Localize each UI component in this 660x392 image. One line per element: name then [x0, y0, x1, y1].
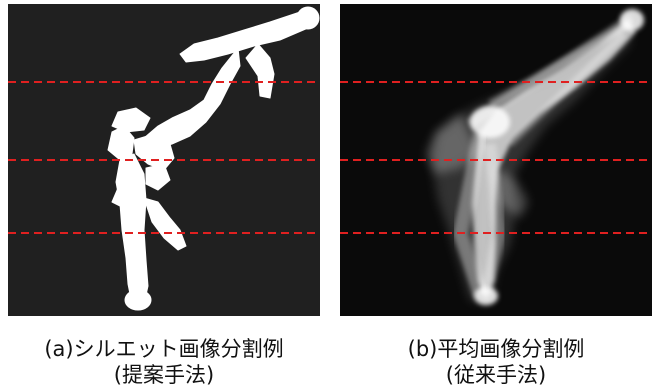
figure-b-caption: (b)平均画像分割例 (従来手法) [336, 336, 656, 388]
figure-b-caption-title: (b)平均画像分割例 [336, 336, 656, 362]
average-image-panel [340, 4, 652, 316]
average-silhouette [426, 9, 644, 305]
figure-a-caption-method: (提案手法) [4, 362, 324, 388]
average-figure [340, 4, 652, 316]
figure-a-caption: (a)シルエット画像分割例 (提案手法) [4, 336, 324, 388]
silhouette-figure [8, 4, 320, 316]
binary-silhouette [108, 7, 319, 310]
figure-a-caption-title: (a)シルエット画像分割例 [4, 336, 324, 362]
figure-b-caption-method: (従来手法) [336, 362, 656, 388]
silhouette-image-panel [8, 4, 320, 316]
